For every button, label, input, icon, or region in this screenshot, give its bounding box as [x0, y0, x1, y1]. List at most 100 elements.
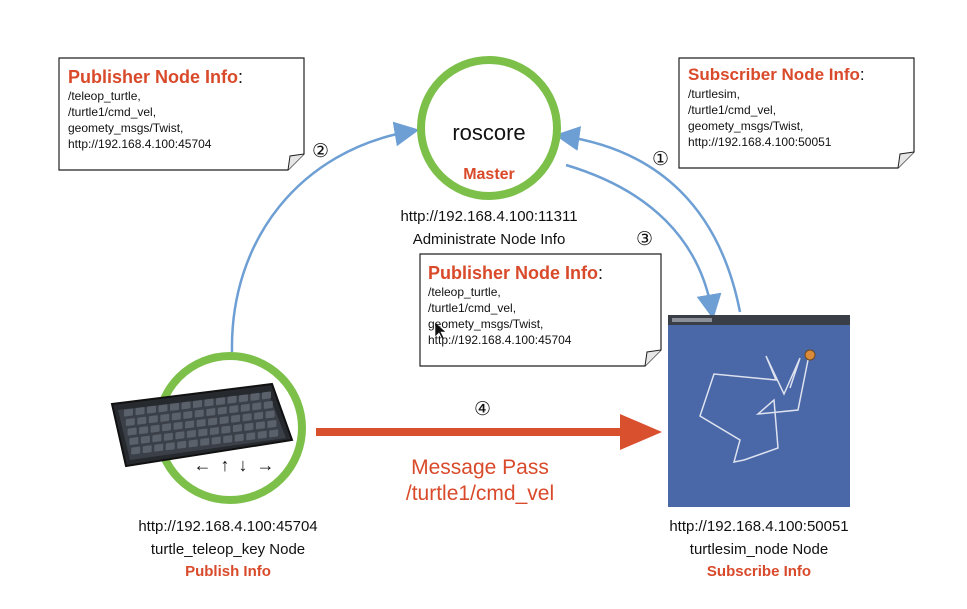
arrow-step3-master-to-subscriber	[565, 163, 722, 320]
arrow-step1-subscriber-to-master	[554, 126, 742, 313]
keyboard-key	[219, 416, 229, 425]
publisher-info-top: Publisher Node Info: /teleop_turtle, /tu…	[68, 66, 298, 152]
mouse-cursor-icon	[434, 321, 447, 340]
master-role: Master	[463, 166, 515, 183]
keyboard-key	[142, 445, 152, 454]
keyboard-key	[181, 401, 191, 410]
publisher-node-url: http://192.168.4.100:45704	[138, 518, 318, 535]
keyboard-key	[227, 395, 237, 404]
keyboard-key	[131, 446, 141, 455]
turtle-path	[699, 355, 809, 463]
master-description: Administrate Node Info	[412, 231, 566, 248]
keyboard-key	[177, 440, 187, 449]
keyboard-key	[193, 400, 202, 408]
keyboard-key	[148, 415, 158, 424]
keyboard-key	[137, 416, 147, 425]
step-3-label: ③	[636, 229, 654, 250]
publisher-info-line: http://192.168.4.100:45704	[68, 137, 212, 151]
subscriber-node-name: turtlesim_node Node	[689, 541, 829, 558]
master-node-circle	[417, 56, 561, 200]
keyboard-key	[173, 421, 183, 430]
keyboard-key	[163, 432, 173, 441]
arrow-keys-label: ← ↑ ↓ →	[193, 455, 277, 475]
publisher-info-line: /teleop_turtle,	[428, 285, 501, 299]
keyboard-key	[165, 442, 175, 451]
keyboard-key	[154, 443, 164, 452]
keyboard-key	[216, 397, 225, 406]
keyboard-key	[269, 429, 279, 438]
publisher-info-line: /teleop_turtle,	[68, 89, 141, 103]
keyboard-key	[221, 425, 231, 434]
keyboard-key	[232, 424, 242, 433]
keyboard-key	[211, 436, 221, 445]
keyboard-key	[139, 426, 149, 435]
keyboard-key	[171, 412, 181, 421]
keyboard-key	[188, 439, 198, 448]
keyboard-key	[208, 417, 218, 426]
keyboard-key	[229, 405, 239, 414]
keyboard-key	[254, 411, 264, 420]
keyboard-key	[200, 438, 210, 446]
arrow-step2-publisher-to-master	[230, 121, 420, 353]
keyboard-key	[158, 404, 168, 413]
publisher-info-line: geomety_msgs/Twist,	[68, 121, 184, 135]
publisher-info-line: http://192.168.4.100:45704	[428, 333, 572, 347]
keyboard-key	[170, 402, 179, 411]
publisher-info-box-top	[58, 57, 305, 171]
keyboard-key	[263, 400, 273, 409]
keyboard-key	[250, 392, 260, 401]
keyboard-icon	[110, 382, 294, 468]
keyboard-key	[209, 427, 219, 436]
step-1-label: ①	[652, 149, 670, 170]
keyboard-key	[223, 435, 233, 444]
keyboard-key	[255, 421, 265, 430]
keyboard-key	[196, 419, 206, 427]
subscriber-node-url: http://192.168.4.100:50051	[669, 518, 849, 535]
subscriber-info-line: /turtle1/cmd_vel,	[688, 103, 777, 117]
publisher-info-title: Publisher Node Info	[428, 263, 599, 283]
step-2-label: ②	[312, 141, 330, 162]
publisher-node-name: turtle_teleop_key Node	[150, 541, 306, 558]
subscriber-info-box	[678, 57, 915, 169]
keyboard-key	[175, 431, 185, 440]
keyboard-key	[135, 407, 145, 416]
step-4-label: ④	[474, 399, 492, 420]
keyboard-key	[124, 408, 133, 417]
keyboard-key	[257, 430, 267, 439]
publisher-info-line: /turtle1/cmd_vel,	[428, 301, 517, 315]
keyboard-key	[242, 413, 252, 422]
keyboard-key	[183, 410, 193, 419]
keyboard-key	[204, 398, 214, 407]
keyboard-key	[140, 435, 150, 444]
keyboard-key	[239, 394, 248, 403]
publisher-info-mid: Publisher Node Info: /teleop_turtle, /tu…	[428, 262, 656, 348]
subscriber-info: Subscriber Node Info: /turtlesim, /turtl…	[688, 64, 910, 150]
publisher-info-box-mid	[419, 253, 662, 367]
master-url: http://192.168.4.100:11311	[400, 208, 578, 225]
publisher-info-line: geomety_msgs/Twist,	[428, 317, 544, 331]
keyboard-key	[252, 402, 262, 411]
subscriber-info-line: geomety_msgs/Twist,	[688, 119, 804, 133]
message-pass-topic: /turtle1/cmd_vel	[405, 482, 555, 505]
keyboard-key	[186, 429, 196, 438]
keyboard-key	[127, 427, 137, 436]
keyboard-key	[194, 409, 204, 418]
subscriber-info-line: /turtlesim,	[688, 87, 741, 101]
master-name: roscore	[452, 120, 526, 145]
keyboard-key	[217, 406, 227, 415]
keyboard-key	[152, 434, 162, 443]
keyboard-key	[265, 410, 275, 419]
subscriber-info-line: http://192.168.4.100:50051	[688, 135, 832, 149]
keyboard-key	[129, 437, 139, 446]
keyboard-key	[150, 424, 160, 433]
keyboard-key	[147, 405, 156, 414]
subscriber-info-title: Subscriber Node Info	[688, 65, 860, 84]
keyboard-key	[246, 432, 256, 441]
keyboard-key	[244, 422, 254, 431]
message-pass-arrow	[316, 414, 662, 450]
publisher-info-title: Publisher Node Info	[68, 67, 239, 87]
keyboard-key	[160, 413, 170, 422]
publisher-info-line: /turtle1/cmd_vel,	[68, 105, 157, 119]
keyboard-key	[231, 414, 241, 423]
